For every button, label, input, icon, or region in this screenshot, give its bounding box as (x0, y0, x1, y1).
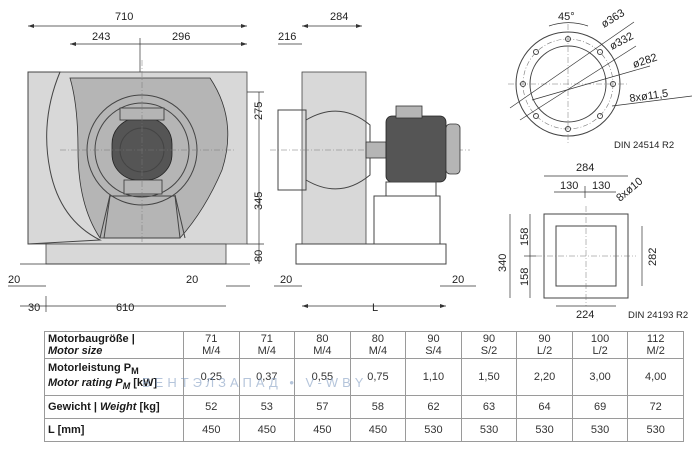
table-cell: 530 (571, 418, 629, 442)
outlet-dim-lower: 158 (519, 268, 531, 286)
row-label: Motorbaugröße |Motor size (44, 331, 184, 359)
table-cell: 4,00 (627, 358, 684, 396)
dim-offset: 30 (28, 302, 40, 314)
table-cell: 450 (238, 418, 296, 442)
table-cell: 530 (460, 418, 518, 442)
table-cell: 530 (516, 418, 573, 442)
dim-base-width: 610 (116, 302, 134, 314)
side-view: 284 216 20 20 L (270, 11, 476, 314)
table-cell: 530 (627, 418, 684, 442)
table-cell: 450 (349, 418, 407, 442)
dim-lower-height: 345 (253, 192, 265, 210)
front-view: 710 243 296 275 345 80 (8, 11, 265, 314)
table-cell: 450 (183, 418, 240, 442)
dim-right-width: 296 (172, 31, 190, 43)
table-cell: 62 (405, 395, 462, 419)
outlet-dim-half-left: 130 (560, 180, 578, 192)
dim-left-width: 243 (92, 31, 110, 43)
dim-length: L (372, 302, 378, 314)
dim-total-width: 710 (115, 11, 133, 23)
technical-drawing: 710 243 296 275 345 80 (8, 7, 693, 320)
table-cell: 63 (460, 395, 518, 419)
table-cell: 72 (627, 395, 684, 419)
outlet-dim-upper: 158 (519, 228, 531, 246)
outlet-dim-half-right: 130 (592, 180, 610, 192)
table-cell: 69 (571, 395, 629, 419)
dim-flange: 216 (278, 31, 296, 43)
table-cell: 52 (183, 395, 240, 419)
row-label: L [mm] (44, 418, 184, 442)
table-cell: 58 (349, 395, 407, 419)
table-cell: 530 (405, 418, 462, 442)
inlet-flange-view: 45° ø363 ø332 ø282 8xø11,5 DIN 24514 R2 (508, 7, 693, 151)
dim-left-margin: 20 (8, 274, 20, 286)
table-cell: 64 (516, 395, 573, 419)
dim-side-width: 284 (330, 11, 348, 23)
table-row: Gewicht | Weight [kg] 52 53 57 58 62 63 … (44, 395, 684, 419)
dim-base-height: 80 (253, 250, 265, 262)
table-cell: 2,20 (516, 358, 573, 396)
dim-side-margin-right: 20 (452, 274, 464, 286)
outlet-dim-width: 284 (576, 162, 594, 174)
row-label: Gewicht | Weight [kg] (44, 395, 184, 419)
table-cell: 0,75 (349, 358, 407, 396)
flange-holes: 8xø11,5 (629, 88, 669, 105)
outlet-dim-inner: 282 (647, 248, 659, 266)
flange-dia-outer: ø363 (599, 7, 627, 30)
table-cell: 53 (238, 395, 296, 419)
outlet-flange-view: 284 130 130 8xø10 340 158 158 282 224 DI… (497, 162, 688, 320)
table-cell: 3,00 (571, 358, 629, 396)
outlet-dim-height: 340 (497, 254, 509, 272)
outlet-standard: DIN 24193 R2 (628, 310, 688, 320)
flange-standard: DIN 24514 R2 (614, 140, 674, 151)
table-cell: 57 (294, 395, 351, 419)
table-cell: 0,55 (294, 358, 351, 396)
flange-dia-inner: ø282 (631, 52, 659, 71)
dim-upper-height: 275 (253, 102, 265, 120)
outlet-dim-bottom: 224 (576, 309, 594, 320)
table-cell: 0,25 (183, 358, 240, 396)
table-row: L [mm] 450 450 450 450 530 530 530 530 5… (44, 418, 684, 442)
dim-side-margin-left: 20 (280, 274, 292, 286)
table-cell: 1,50 (460, 358, 518, 396)
outlet-holes: 8xø10 (614, 175, 645, 204)
table-cell: 1,10 (405, 358, 462, 396)
flange-angle: 45° (558, 11, 575, 23)
table-cell: 0,37 (238, 358, 296, 396)
dim-right-margin: 20 (186, 274, 198, 286)
table-cell: 450 (294, 418, 351, 442)
